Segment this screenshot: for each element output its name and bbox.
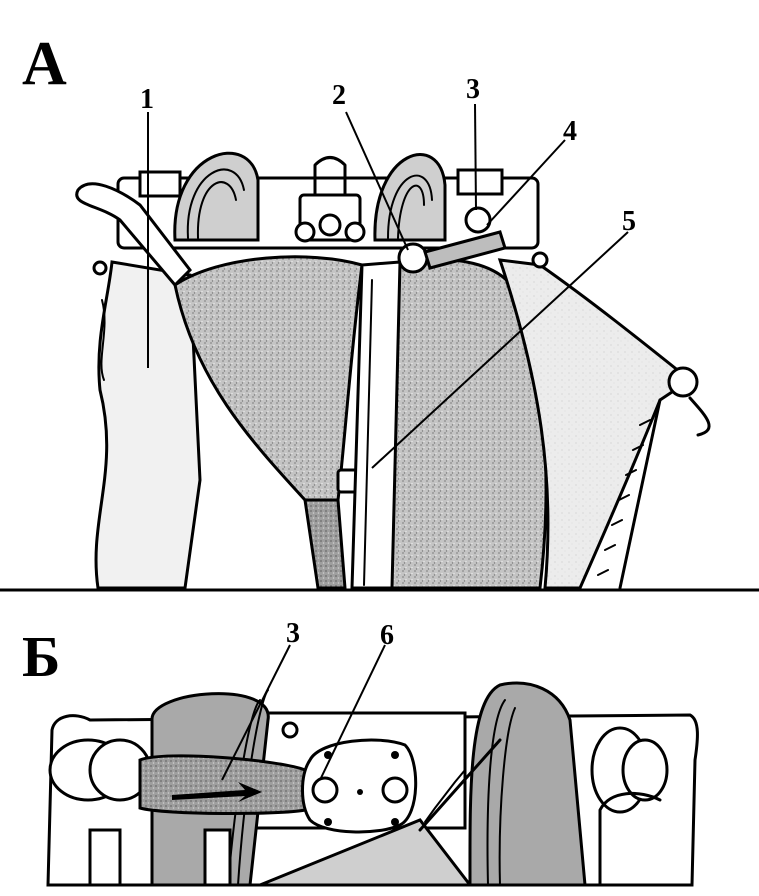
center-strap	[303, 498, 347, 590]
leader-2	[345, 111, 409, 251]
callout-a-4: 4	[563, 116, 577, 147]
release-plate	[301, 738, 418, 834]
leader-5	[371, 231, 629, 469]
panel-a: А	[0, 30, 759, 592]
pack-top-frame	[116, 151, 540, 250]
callout-b-6: 6	[380, 620, 394, 651]
pull-handle	[138, 754, 307, 816]
leader-b-6	[319, 644, 386, 781]
callout-a-2: 2	[332, 80, 346, 111]
leader-3	[474, 103, 477, 211]
center-flap-left	[173, 255, 364, 502]
panel-b-letter: Б	[22, 624, 60, 689]
callout-a-3: 3	[466, 74, 480, 105]
callout-b-3: 3	[286, 618, 300, 649]
strap-loop-right	[468, 681, 587, 887]
panel-b: Б	[22, 618, 699, 887]
arrow-icon	[172, 782, 262, 802]
callout-a-1: 1	[140, 84, 154, 115]
leader-b-3	[221, 644, 291, 781]
vertical-strap	[350, 260, 402, 590]
panel-a-letter: А	[22, 30, 67, 98]
side-flap-right	[497, 258, 693, 590]
leader-4	[486, 139, 566, 226]
callout-a-5: 5	[622, 206, 636, 237]
